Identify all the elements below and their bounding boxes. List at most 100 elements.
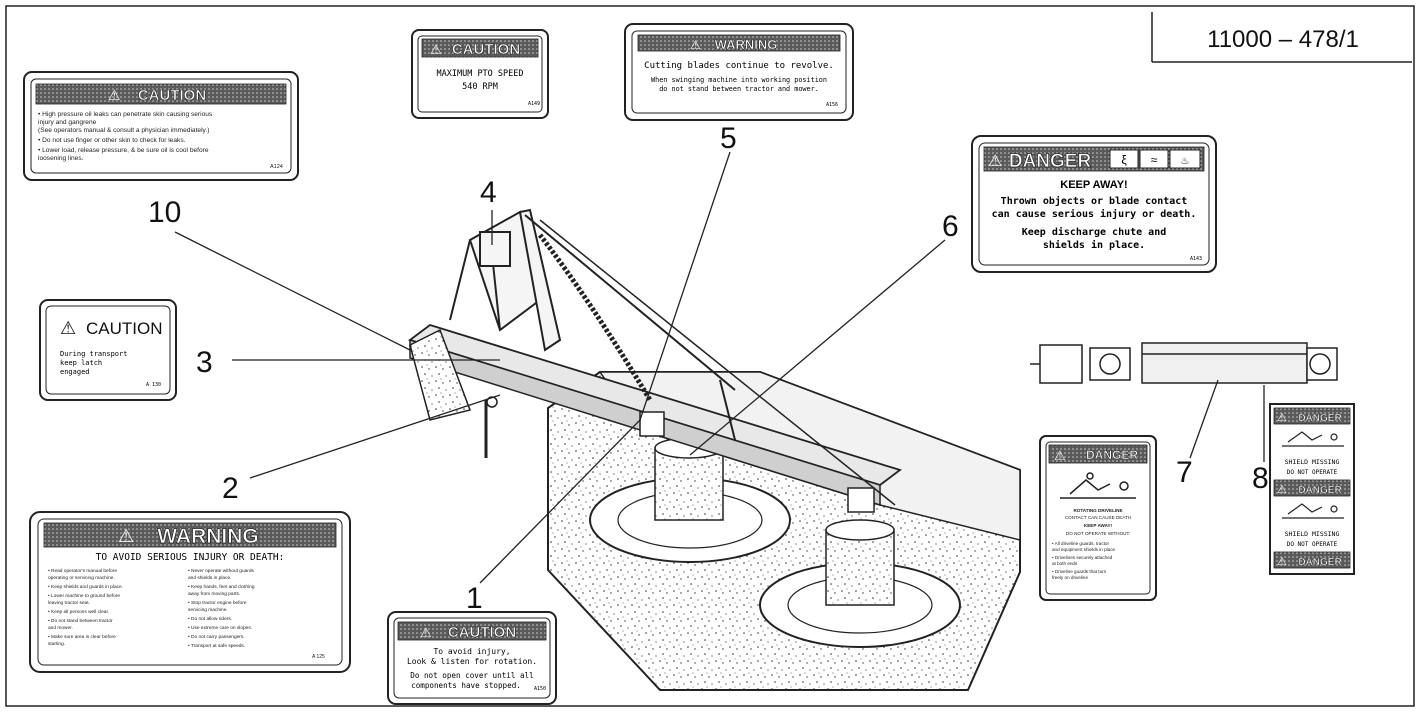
svg-text:• Lower load, release pressure: • Lower load, release pressure, & be sur… — [38, 147, 209, 154]
svg-text:♨: ♨ — [1181, 156, 1190, 167]
callout-8: 8 — [1252, 462, 1269, 495]
decal-danger-keep-away: ⚠ DANGER ξ ≈ ♨ KEEP AWAY! Thrown objects… — [971, 135, 1217, 273]
decal-caution-transport: ⚠ CAUTION During transport keep latch en… — [39, 299, 177, 401]
hazard-pictogram-3 — [1169, 149, 1201, 169]
svg-text:DANGER: DANGER — [1009, 151, 1092, 172]
svg-text:DANGER: DANGER — [1298, 557, 1342, 568]
decal-warning-serious: ⚠ WARNING TO AVOID SERIOUS INJURY OR DEA… — [29, 511, 351, 673]
rear-shield — [409, 328, 471, 421]
callout-7: 7 — [1176, 456, 1193, 489]
svg-text:A156: A156 — [826, 102, 838, 108]
warning-triangle-icon: ⚠ — [1054, 448, 1066, 463]
callout-4: 4 — [480, 176, 497, 209]
decal-danger-driveline: ⚠ DANGER ROTATING DRIVELINE CONTACT CAN … — [1039, 435, 1157, 601]
svg-text:can cause serious injury or de: can cause serious injury or death. — [992, 208, 1197, 220]
svg-text:KEEP AWAY!: KEEP AWAY! — [1060, 179, 1127, 191]
svg-text:• Keep all persons well clear.: • Keep all persons well clear. — [48, 609, 109, 615]
svg-text:ROTATING DRIVELINE: ROTATING DRIVELINE — [1073, 508, 1122, 513]
svg-text:CAUTION: CAUTION — [448, 624, 516, 641]
svg-text:To avoid injury,: To avoid injury, — [433, 647, 510, 656]
svg-text:at both ends: at both ends — [1052, 561, 1078, 566]
svg-text:Look & listen for rotation.: Look & listen for rotation. — [407, 657, 537, 666]
svg-text:starting.: starting. — [48, 641, 65, 647]
svg-text:• Do not use finger or other s: • Do not use finger or other skin to che… — [38, 137, 186, 144]
svg-text:leaving tractor seat.: leaving tractor seat. — [48, 600, 90, 606]
svg-text:and shields in place.: and shields in place. — [188, 575, 231, 581]
svg-text:• Make sure area is clear befo: • Make sure area is clear before — [48, 634, 116, 640]
svg-text:• All driveline guards, tracto: • All driveline guards, tractor — [1052, 541, 1109, 546]
svg-text:DANGER: DANGER — [1086, 448, 1138, 462]
svg-text:• Do not allow riders.: • Do not allow riders. — [188, 616, 232, 622]
pto-driveshaft — [1030, 342, 1338, 384]
svg-text:Do not open cover until all: Do not open cover until all — [410, 671, 533, 680]
svg-text:TO AVOID SERIOUS INJURY OR DEA: TO AVOID SERIOUS INJURY OR DEATH: — [96, 552, 285, 563]
caution-header: CAUTION — [138, 87, 206, 104]
warning-triangle-icon: ⚠ — [118, 526, 134, 546]
hazard-pictogram-1 — [1109, 149, 1139, 169]
entanglement-pictogram-icon — [1282, 431, 1344, 447]
svg-text:Cutting blades continue to rev: Cutting blades continue to revolve. — [644, 61, 834, 71]
callout-6: 6 — [942, 210, 959, 243]
svg-text:DO NOT OPERATE: DO NOT OPERATE — [1287, 541, 1338, 548]
warning-triangle-icon: ⚠ — [1277, 412, 1287, 424]
decal-caution-rotation: ⚠ CAUTION To avoid injury, Look & listen… — [387, 611, 557, 705]
three-point-hitch — [449, 208, 562, 352]
svg-text:keep latch: keep latch — [60, 359, 102, 367]
svg-text:DO NOT OPERATE WITHOUT:: DO NOT OPERATE WITHOUT: — [1066, 531, 1130, 536]
svg-text:servicing machine.: servicing machine. — [188, 607, 228, 613]
decal-caution-pto: ⚠ CAUTION MAXIMUM PTO SPEED 540 RPM A149 — [411, 29, 549, 119]
svg-text:away from moving parts.: away from moving parts. — [188, 591, 240, 597]
hazard-pictogram-2 — [1139, 149, 1169, 169]
svg-text:A143: A143 — [1190, 256, 1202, 262]
svg-text:DO NOT OPERATE: DO NOT OPERATE — [1287, 469, 1338, 476]
decal-caution-pressure: CAUTION ⚠ • High pressure oil leaks can … — [23, 71, 299, 181]
svg-text:MAXIMUM PTO SPEED: MAXIMUM PTO SPEED — [437, 69, 524, 79]
svg-text:loosening lines.: loosening lines. — [38, 155, 84, 162]
warning-triangle-icon: ⚠ — [60, 318, 76, 338]
decal-danger-shield-strip: ⚠ DANGER SHIELD MISSING DO NOT OPERATE ⚠… — [1269, 403, 1355, 575]
warning-triangle-icon: ⚠ — [1277, 556, 1287, 568]
svg-text:KEEP AWAY!: KEEP AWAY! — [1084, 523, 1113, 528]
svg-text:• Do not carry passengers.: • Do not carry passengers. — [188, 634, 245, 640]
svg-text:(See operators manual & consul: (See operators manual & consult a physic… — [38, 127, 209, 134]
svg-text:and mower.: and mower. — [48, 625, 73, 631]
svg-text:• Driveline guards that turn: • Driveline guards that turn — [1052, 569, 1107, 574]
svg-text:Keep discharge chute and: Keep discharge chute and — [1022, 226, 1167, 238]
svg-text:• Never operate without guards: • Never operate without guards — [188, 568, 255, 574]
svg-text:• Use extreme care on slopes.: • Use extreme care on slopes. — [188, 625, 252, 631]
part-number-box: 11000 – 478/1 — [1151, 12, 1412, 63]
entanglement-pictogram-icon — [1060, 472, 1136, 499]
svg-text:• Transport at safe speeds.: • Transport at safe speeds. — [188, 643, 245, 649]
warning-triangle-icon: ⚠ — [988, 153, 1002, 170]
warning-triangle-icon: ⚠ — [108, 87, 121, 103]
svg-text:DANGER: DANGER — [1298, 485, 1342, 496]
svg-text:WARNING: WARNING — [157, 525, 259, 548]
callout-10: 10 — [148, 196, 181, 229]
svg-text:540 RPM: 540 RPM — [462, 82, 498, 92]
svg-text:shields in place.: shields in place. — [1043, 239, 1145, 251]
svg-text:CAUTION: CAUTION — [86, 319, 163, 338]
disc-mower-illustration — [408, 208, 1021, 691]
warning-triangle-icon: ⚠ — [690, 38, 701, 52]
svg-text:freely on driveline: freely on driveline — [1052, 575, 1088, 580]
svg-text:A 130: A 130 — [146, 382, 161, 388]
svg-text:≈: ≈ — [1151, 153, 1158, 167]
gearbox-right — [825, 529, 895, 606]
warning-triangle-icon: ⚠ — [420, 625, 432, 640]
svg-text:• Stop tractor engine before: • Stop tractor engine before — [188, 600, 247, 606]
lift-spring — [538, 233, 653, 402]
decal-warning-blades: ⚠ WARNING Cutting blades continue to rev… — [624, 23, 854, 121]
svg-text:engaged: engaged — [60, 368, 90, 376]
svg-text:A124: A124 — [270, 164, 283, 170]
svg-text:• High pressure oil leaks can: • High pressure oil leaks can penetrate … — [38, 111, 213, 118]
svg-text:• Read operator's manual befor: • Read operator's manual before — [48, 568, 117, 574]
svg-text:injury and gangrene: injury and gangrene — [38, 119, 97, 126]
svg-text:and equipment shields in place: and equipment shields in place — [1052, 547, 1116, 552]
svg-text:• Do not stand between tractor: • Do not stand between tractor — [48, 618, 113, 624]
svg-text:When swinging machine into wor: When swinging machine into working posit… — [651, 76, 827, 84]
svg-text:operating or servicing machine: operating or servicing machine. — [48, 575, 115, 581]
svg-text:CONTACT CAN CAUSE DEATH: CONTACT CAN CAUSE DEATH — [1065, 515, 1131, 520]
warning-triangle-icon: ⚠ — [430, 42, 442, 57]
leader-lines — [174, 151, 1265, 584]
